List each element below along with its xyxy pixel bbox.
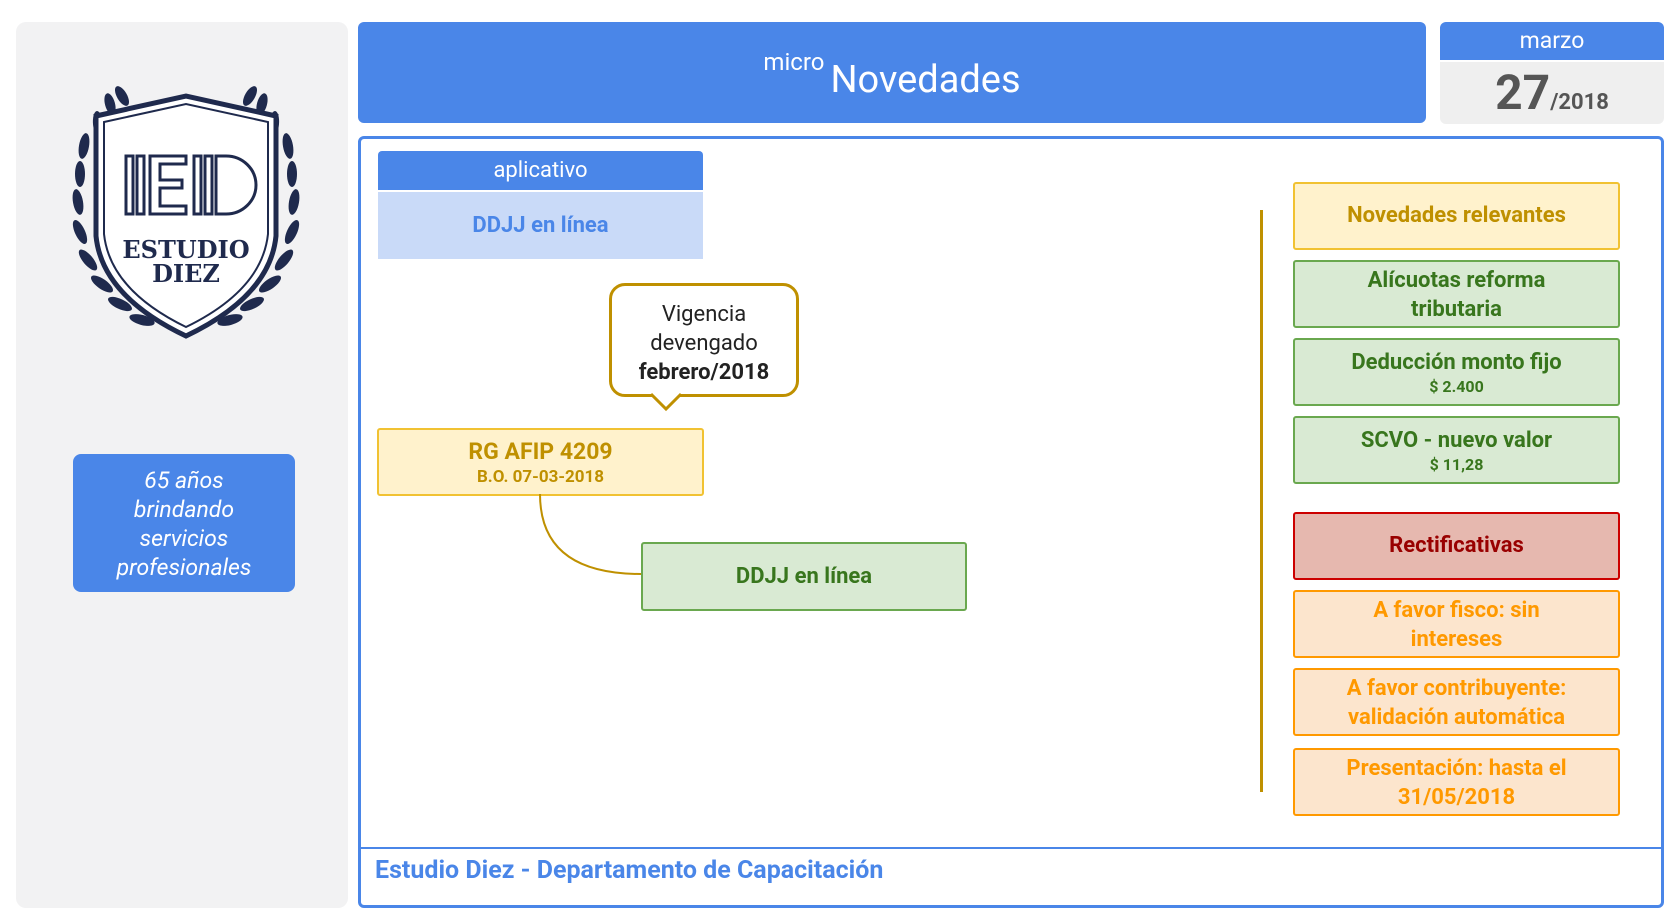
content-frame <box>358 136 1664 908</box>
title-prefix: micro <box>763 48 825 76</box>
callout-line: Vigencia <box>661 302 747 327</box>
orange-item: A favor fisco: sin intereses <box>1293 590 1620 658</box>
orange-item-line: 31/05/2018 <box>1397 785 1516 810</box>
date-box: 27/2018 <box>1440 62 1664 124</box>
orange-item-line: intereses <box>1410 627 1503 652</box>
green-item-line: tributaria <box>1411 297 1502 322</box>
green-item: Alícuotas reforma tributaria <box>1293 260 1620 328</box>
orange-item: Presentación: hasta el 31/05/2018 <box>1293 748 1620 816</box>
app-value: DDJJ en línea <box>378 192 703 259</box>
orange-item-line: A favor fisco: sin <box>1373 598 1540 623</box>
connector-line <box>539 494 642 575</box>
rg-subtitle: B.O. 07-03-2018 <box>476 467 605 487</box>
green-item: SCVO - nuevo valor $ 11,28 <box>1293 416 1620 484</box>
app-label: aplicativo <box>378 151 703 190</box>
page-title: Novedades <box>830 58 1021 102</box>
vigencia-callout: Vigencia devengado febrero/2018 <box>609 283 799 397</box>
orange-item-line: validación automática <box>1347 705 1566 730</box>
column-divider <box>1260 210 1263 792</box>
green-item: Deducción monto fijo $ 2.400 <box>1293 338 1620 406</box>
ddjj-result-box: DDJJ en línea <box>641 542 967 611</box>
rectificativas-header: Rectificativas <box>1293 512 1620 580</box>
date-day: 27 <box>1495 64 1551 121</box>
tagline-line: 65 años <box>144 467 224 494</box>
tagline-badge: 65 años brindando servicios profesionale… <box>73 454 295 592</box>
callout-pointer-icon <box>651 392 681 412</box>
callout-line: devengado <box>650 331 758 356</box>
estudio-diez-logo: ESTUDIO DIEZ <box>72 86 300 339</box>
green-item-line: Deducción monto fijo <box>1351 350 1562 375</box>
date-month: marzo <box>1440 22 1664 60</box>
orange-item-line: Presentación: hasta el <box>1346 756 1567 781</box>
novedades-relevantes-header: Novedades relevantes <box>1293 182 1620 250</box>
footer-divider <box>361 847 1661 849</box>
green-item-amount: $ 11,28 <box>1429 455 1484 474</box>
tagline-line: brindando <box>133 496 235 523</box>
tagline-line: profesionales <box>116 554 252 581</box>
tagline-line: servicios <box>139 525 229 552</box>
callout-period: febrero/2018 <box>638 360 770 385</box>
green-item-amount: $ 2.400 <box>1429 377 1484 396</box>
rg-title: RG AFIP 4209 <box>468 438 613 465</box>
logo-text-diez: DIEZ <box>152 259 220 288</box>
green-item-line: SCVO - nuevo valor <box>1360 428 1553 453</box>
logo-text-estudio: ESTUDIO <box>122 235 249 264</box>
orange-item: A favor contribuyente: validación automá… <box>1293 668 1620 736</box>
date-year: /2018 <box>1550 90 1609 115</box>
rg-afip-box: RG AFIP 4209 B.O. 07-03-2018 <box>377 428 704 496</box>
green-item-line: Alícuotas reforma <box>1367 268 1546 293</box>
orange-item-line: A favor contribuyente: <box>1346 676 1567 701</box>
footer-text: Estudio Diez - Departamento de Capacitac… <box>375 856 884 885</box>
